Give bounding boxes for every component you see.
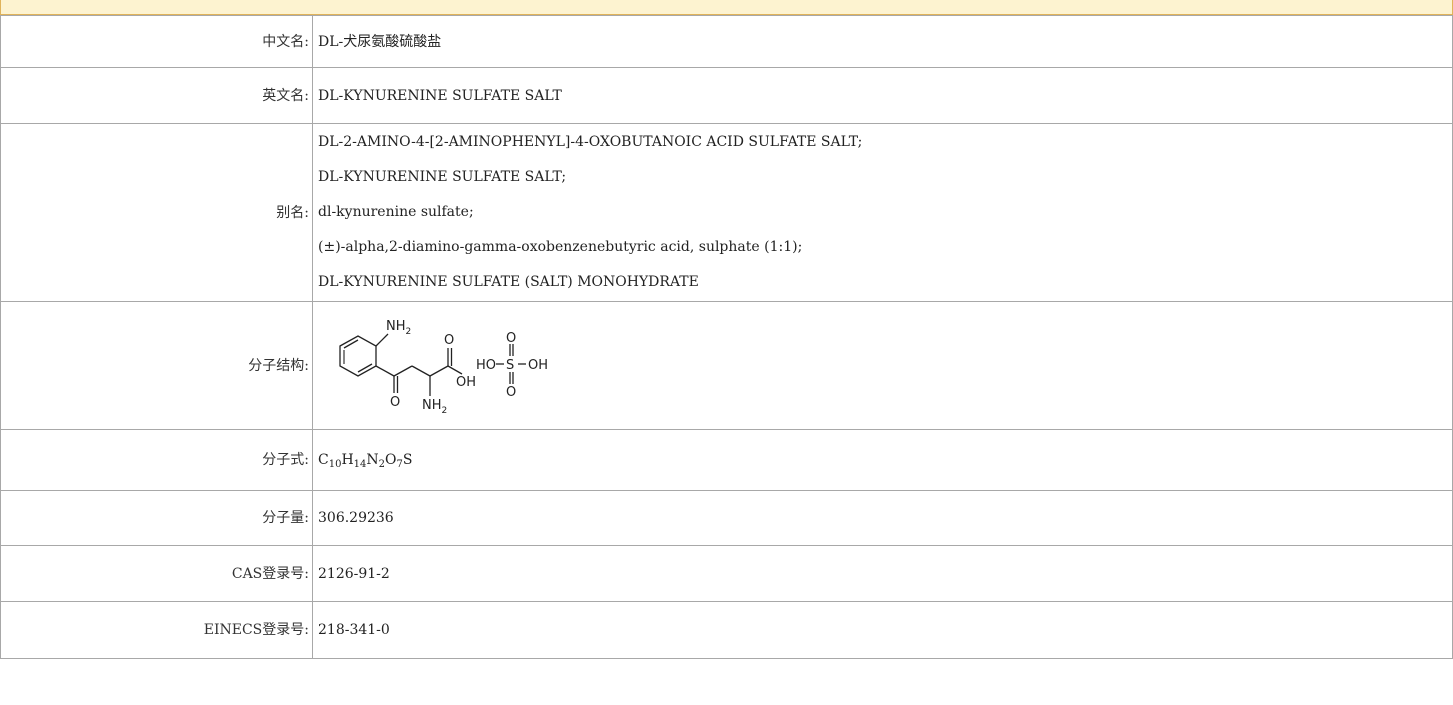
- aliases-value: DL-2-AMINO-4-[2-AMINOPHENYL]-4-OXOBUTANO…: [312, 123, 1453, 302]
- structure-label: 分子结构:: [0, 301, 313, 430]
- header-strip: [0, 0, 1453, 15]
- atom-sulfate-o-top: O: [506, 331, 516, 346]
- table-row-formula: 分子式: C10H14N2O7S: [0, 429, 1453, 491]
- formula-element: O: [385, 452, 397, 468]
- properties-table: 中文名: DL-犬尿氨酸硫酸盐 英文名: DL-KYNURENINE SULFA…: [0, 15, 1453, 659]
- formula-element: C: [318, 452, 329, 468]
- atom-sulfate-o-bottom: O: [506, 385, 516, 400]
- formula-label: 分子式:: [0, 429, 313, 491]
- table-row-english-name: 英文名: DL-KYNURENINE SULFATE SALT: [0, 67, 1453, 124]
- formula-subscript: 2: [378, 459, 386, 470]
- atom-sulfate-ho: HO: [476, 358, 496, 373]
- atom-sulfate-oh: OH: [528, 358, 548, 373]
- alias-item: DL-KYNURENINE SULFATE SALT;: [318, 169, 567, 185]
- einecs-label: EINECS登录号:: [0, 601, 313, 659]
- table-row-chinese-name: 中文名: DL-犬尿氨酸硫酸盐: [0, 15, 1453, 68]
- formula-element: N: [366, 452, 379, 468]
- atom-sulfate-s: S: [506, 358, 514, 373]
- atom-o-acid: O: [444, 333, 454, 348]
- aliases-label: 别名:: [0, 123, 313, 302]
- formula-subscript: 7: [396, 459, 403, 470]
- table-row-structure: 分子结构:: [0, 301, 1453, 430]
- atom-nh2-top: NH2: [386, 319, 411, 337]
- formula-subscript: 14: [353, 459, 367, 470]
- table-row-molecular-weight: 分子量: 306.29236: [0, 490, 1453, 546]
- cas-value: 2126-91-2: [312, 545, 1453, 602]
- english-name-label: 英文名:: [0, 67, 313, 124]
- atom-o-carbonyl: O: [390, 395, 400, 410]
- english-name-value: DL-KYNURENINE SULFATE SALT: [312, 67, 1453, 124]
- formula-element: S: [402, 452, 413, 468]
- cas-label: CAS登录号:: [0, 545, 313, 602]
- atom-nh2-bottom: NH2: [422, 398, 447, 416]
- molecular-weight-label: 分子量:: [0, 490, 313, 546]
- chinese-name-label: 中文名:: [0, 15, 313, 68]
- chinese-name-value: DL-犬尿氨酸硫酸盐: [312, 15, 1453, 68]
- formula-subscript: 10: [328, 459, 342, 470]
- einecs-value: 218-341-0: [312, 601, 1453, 659]
- table-row-aliases: 别名: DL-2-AMINO-4-[2-AMINOPHENYL]-4-OXOBU…: [0, 123, 1453, 302]
- formula-value: C10H14N2O7S: [312, 429, 1453, 491]
- structure-value: NH2 O O OH NH2 HO S OH O O: [312, 301, 1453, 430]
- molecular-structure-image: NH2 O O OH NH2 HO S OH O O: [339, 319, 548, 416]
- alias-item: DL-KYNURENINE SULFATE (SALT) MONOHYDRATE: [318, 274, 699, 290]
- alias-item: DL-2-AMINO-4-[2-AMINOPHENYL]-4-OXOBUTANO…: [318, 134, 863, 150]
- atom-oh-acid: OH: [456, 375, 476, 390]
- table-row-cas: CAS登录号: 2126-91-2: [0, 545, 1453, 602]
- alias-item: dl-kynurenine sulfate;: [318, 204, 474, 220]
- molecular-weight-value: 306.29236: [312, 490, 1453, 546]
- alias-item: (±)-alpha,2-diamino-gamma-oxobenzenebuty…: [318, 239, 803, 255]
- table-row-einecs: EINECS登录号: 218-341-0: [0, 601, 1453, 659]
- formula-element: H: [341, 452, 354, 468]
